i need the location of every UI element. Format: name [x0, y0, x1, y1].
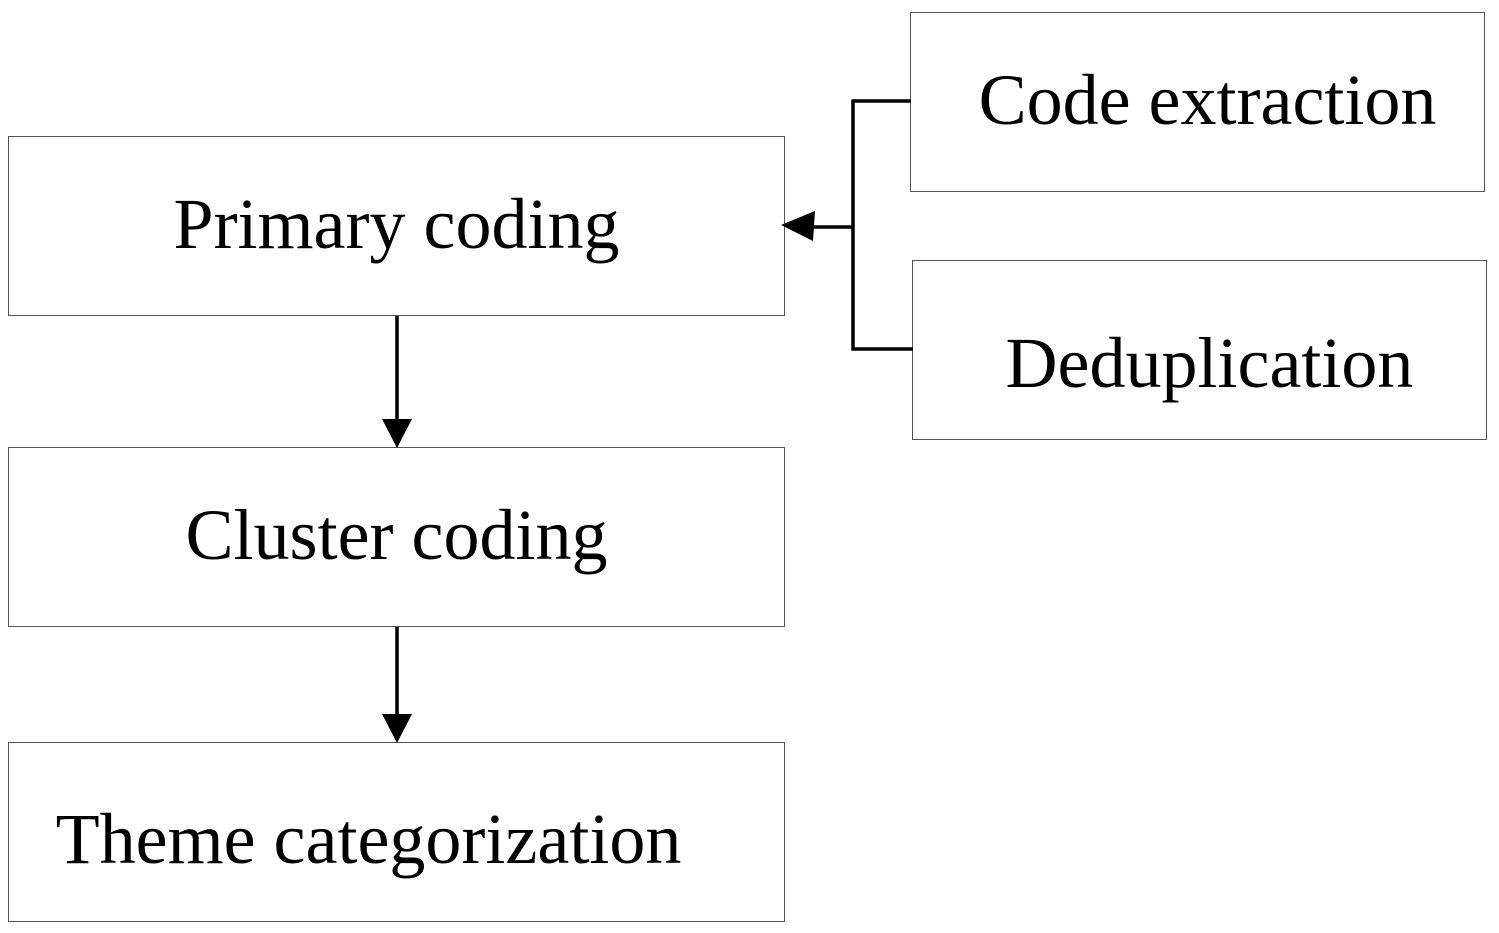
- code-extraction-box: Code extraction: [910, 12, 1485, 192]
- code-extraction-label: Code extraction: [978, 60, 1437, 140]
- cluster-coding-label: Cluster coding: [185, 495, 608, 575]
- theme-categorization-label: Theme categorization: [55, 799, 682, 879]
- deduplication-box: Deduplication: [912, 260, 1487, 440]
- bracket-to-primary-head: [781, 211, 815, 241]
- primary-coding-label: Primary coding: [173, 184, 620, 264]
- arrow-primary-to-cluster-head: [382, 419, 412, 448]
- theme-categorization-box: Theme categorization: [8, 742, 785, 922]
- deduplication-label: Deduplication: [1005, 323, 1414, 403]
- bracket-connector: [851, 99, 913, 351]
- cluster-coding-box: Cluster coding: [8, 447, 785, 627]
- arrow-cluster-to-theme-head: [382, 714, 412, 743]
- primary-coding-box: Primary coding: [8, 136, 785, 316]
